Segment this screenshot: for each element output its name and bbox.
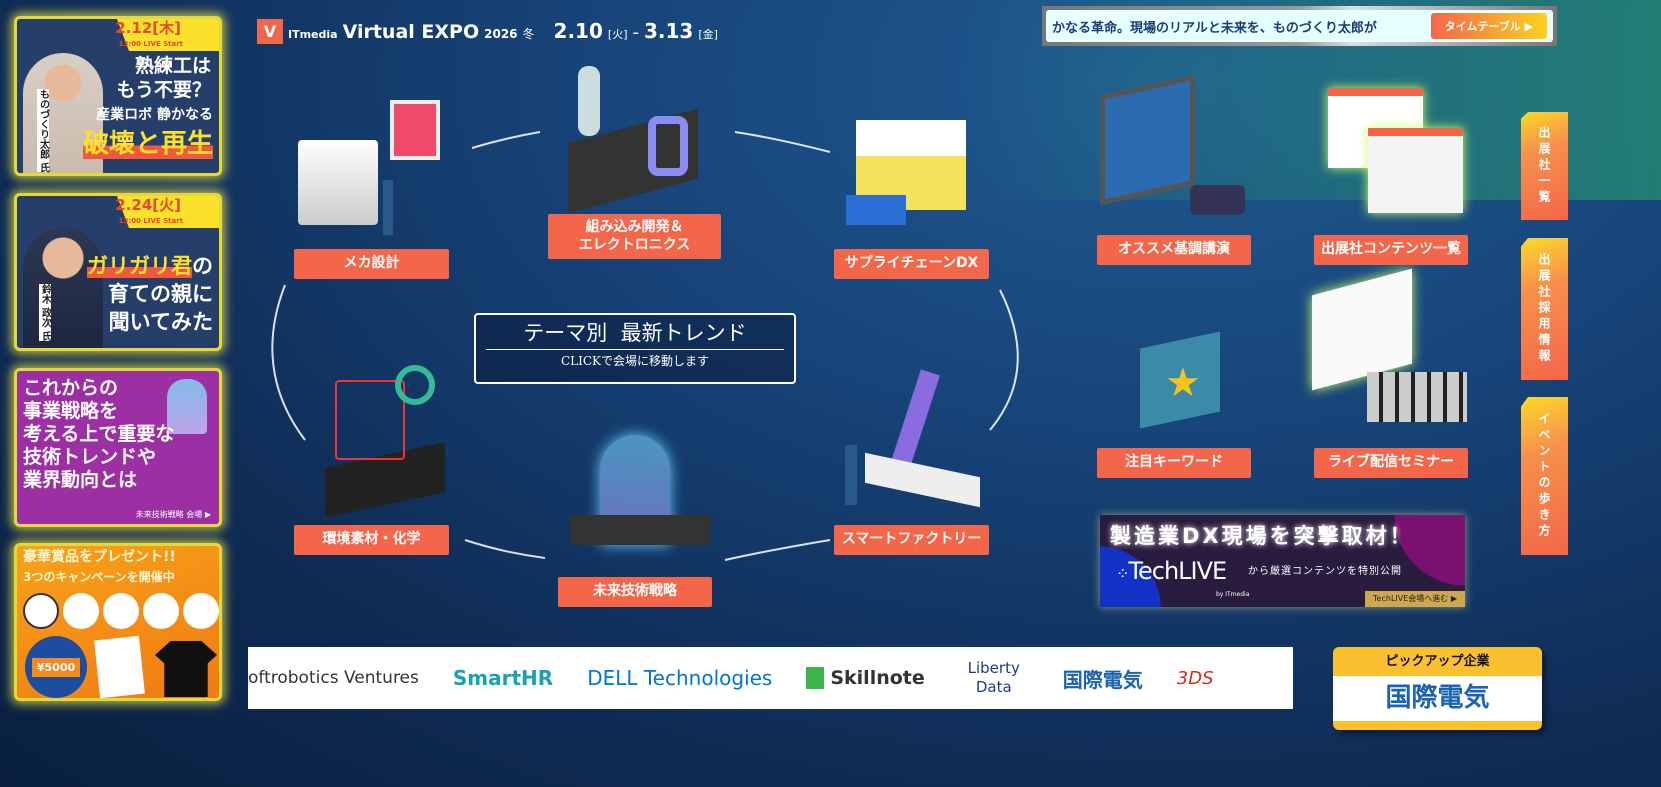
theme-embedded-electronics[interactable]: 組み込み開発＆ エレクトロニクス [548,214,721,259]
speaker-name: 鈴木 政次 氏 [39,284,51,341]
date-start: 2.10 [553,19,603,43]
techlive-logo: ⁘TechLIVE [1116,557,1227,588]
date-band [117,19,219,51]
line: 業界動向とは [23,469,138,491]
campaign-line-2: 3つのキャンペーンを開催中 [23,570,175,584]
strategy-banner[interactable]: これからの 事業戦略を 考える上で重要な 技術トレンドや 業界動向とは 未来技術… [14,368,222,527]
title: Virtual EXPO [342,21,480,43]
nav-keynote[interactable]: オススメ基調講演 [1097,235,1251,265]
sponsor-logo[interactable]: SmartHR [452,666,554,690]
speaker-name: ものづくり太郎 氏 [37,89,49,173]
book-icon [94,635,145,698]
theme-future-tech[interactable]: 未来技術戦略 [558,577,712,607]
polo-shirt-icon [155,641,217,697]
sponsor-logo[interactable]: Skillnote [806,667,925,689]
date-end: 3.13 [644,19,694,43]
campaign-banner[interactable]: 豪華賞品をプレゼント!! 3つのキャンペーンを開催中 ¥5000 [14,543,222,701]
techlive-by: by ITmedia [1216,591,1250,598]
timetable-button[interactable]: タイムテーブル ▶ [1430,13,1547,39]
voucher-amount: ¥5000 [31,657,81,677]
live-time: 13:00 LIVE Start [118,217,183,225]
theme-center-box: テーマ別 最新トレンド CLICKで会場に移動します [474,313,796,384]
side-tab-exhibitors[interactable]: 出展社一覧 [1521,112,1568,220]
headline-1: 熟練工は [134,55,211,77]
headline-3: 聞いてみた [108,310,213,334]
supply-chain-illustration[interactable] [846,100,976,240]
theme-smart-factory[interactable]: スマートファクトリー [834,525,989,555]
prize-items-icon [23,593,219,629]
sponsor-logo[interactable]: DELL Technologies [587,666,773,690]
theme-mechanical-design[interactable]: メカ設計 [294,249,449,279]
smart-factory-illustration[interactable] [845,369,985,515]
headline-2: もう不要？ [116,79,211,101]
embedded-electronics-illustration[interactable] [568,66,700,214]
pickup-company-card[interactable]: ピックアップ企業 国際電気 [1333,647,1542,730]
exhibitor-content-illustration[interactable] [1318,68,1468,228]
speaker-photo [23,228,103,348]
theme-subtitle: CLICKで会場に移動します [560,354,710,368]
date-band [117,196,219,228]
highlight: ガリガリ君 [87,254,192,278]
star-icon: ★ [1165,360,1201,406]
theme-ring [271,131,1019,561]
techlive-enter-button[interactable]: TechLIVE会場へ進む ▶ [1365,591,1465,607]
techlive-headline: 製造業DX現場を突撃取材！ [1110,524,1414,548]
live-date: 2.12[木] [115,19,181,37]
particle: の [192,254,213,278]
keyword-illustration[interactable]: ★ [1120,310,1230,435]
nav-live-seminar[interactable]: ライブ配信セミナー [1314,448,1468,478]
materials-chemistry-illustration[interactable] [300,365,450,518]
sponsor-logo[interactable]: Liberty Data [967,659,1020,696]
techlive-sub: から厳選コンテンツを特別公開 [1248,566,1402,577]
line: 考える上で重要な [23,423,175,445]
dots-icon: ⁘ [1116,564,1129,583]
line: 技術トレンドや [23,446,157,468]
sponsor-logo[interactable]: 国際電気 [1062,667,1143,692]
sponsor-strip: oftrobotics Ventures SmartHR DELL Techno… [248,647,1293,709]
live-seminar-illustration[interactable] [1312,268,1472,432]
live-banner-2[interactable]: 2.24[火] 13:00 LIVE Start 鈴木 政次 氏 ガリガリ君の … [14,193,222,351]
pickup-company: 国際電気 [1333,676,1542,721]
live-date: 2.24[火] [115,196,181,214]
year: 2026 [484,27,518,41]
date-sep: - [632,22,640,43]
venue-link[interactable]: 未来技術戦略 会場 ▶ [135,510,211,519]
headline-3: 産業ロボ 静かなる [96,107,213,123]
nav-keyword[interactable]: 注目キーワード [1097,448,1251,478]
ticker-bar[interactable]: かなる革命。現場のリアルと未来を、ものづくり太郎が タイムテーブル ▶ [1042,6,1557,46]
headline-1: ガリガリ君の [87,254,213,279]
sponsor-logo[interactable]: oftrobotics Ventures [248,668,419,688]
sponsor-logo[interactable]: 3DS [1176,667,1214,689]
season: 冬 [522,27,535,41]
side-tab-event-guide[interactable]: イベントの歩き方 [1521,397,1568,555]
theme-supply-chain-dx[interactable]: サプライチェーンDX [834,249,989,279]
techlive-banner[interactable]: 製造業DX現場を突撃取材！ ⁘TechLIVE by ITmedia から厳選コ… [1100,515,1465,607]
side-tab-recruiting[interactable]: 出展社採用情報 [1521,238,1568,380]
live-banner-1[interactable]: 2.12[木] 13:00 LIVE Start ものづくり太郎 氏 熟練工は … [14,16,222,176]
techlive-brand: TechLIVE [1128,557,1227,585]
voucher: ¥5000 [25,636,87,698]
dow-start: [火] [607,28,628,41]
nav-exhibitor-content[interactable]: 出展社コンテンツ一覧 [1314,235,1468,265]
campaign-line-1: 豪華賞品をプレゼント!! [23,549,176,565]
mechanical-design-illustration[interactable] [298,100,443,240]
headline-4: 破壊と再生 [82,129,213,159]
brand: ITmedia [288,28,338,41]
live-time: 13:00 LIVE Start [118,40,183,48]
future-tech-illustration[interactable] [570,430,710,570]
theme-materials-chemistry[interactable]: 環境素材・化学 [294,525,449,555]
headline-2: 育ての親に [108,282,213,306]
robot-illustration-icon [167,379,207,434]
event-header[interactable]: V ITmedia Virtual EXPO 2026 冬 2.10[火] - … [257,19,718,44]
dow-end: [金] [698,28,718,41]
theme-title: テーマ別 最新トレンド [523,321,747,345]
keynote-illustration[interactable] [1100,74,1250,225]
pickup-label: ピックアップ企業 [1385,654,1490,669]
expo-logo-icon: V [257,19,283,44]
line: これからの [23,377,119,399]
ticker-text: かなる革命。現場のリアルと未来を、ものづくり太郎が [1052,20,1377,36]
line: 事業戦略を [23,400,119,422]
